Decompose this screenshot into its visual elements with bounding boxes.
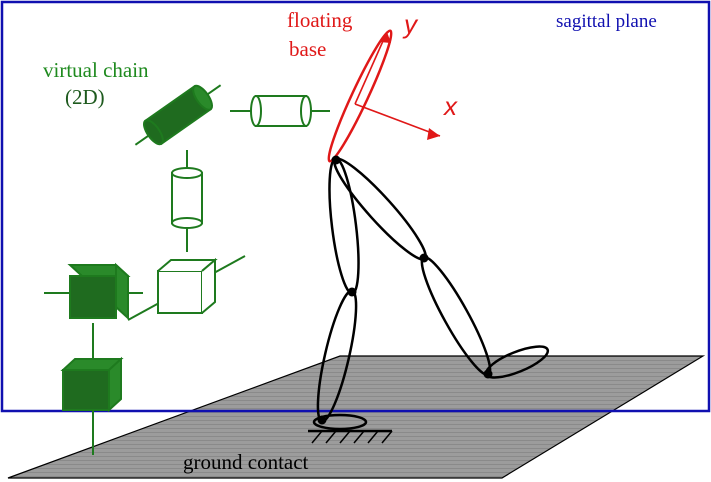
floating-base-label-line2: base — [289, 37, 326, 61]
axis-y-arrow — [354, 31, 388, 105]
ground-contact-label: ground contact — [183, 450, 309, 474]
right-knee-joint — [419, 253, 429, 263]
hip-joint — [331, 155, 341, 165]
floating-base-label-line1: floating — [287, 8, 353, 32]
ground-contact-support — [308, 429, 393, 444]
virtual-chain — [44, 84, 330, 455]
left-thigh — [328, 157, 360, 295]
virtual-chain-label-line1: virtual chain — [43, 58, 149, 82]
axis-x-label: x — [442, 91, 458, 121]
sagittal-plane-frame — [0, 0, 711, 413]
virtual-chain-open-cube — [127, 255, 246, 321]
virtual-chain-label-line2: (2D) — [65, 85, 105, 109]
virtual-chain-prismatic-vertical — [171, 150, 203, 252]
sagittal-plane-label: sagittal plane — [556, 11, 657, 32]
right-ankle-joint — [483, 369, 493, 379]
floating-base-link — [327, 29, 393, 163]
left-ankle-joint — [317, 415, 327, 425]
axis-y-label: y — [402, 9, 419, 39]
left-foot — [312, 413, 368, 431]
virtual-chain-filled-cube-1 — [44, 262, 143, 321]
left-knee-joint — [347, 287, 357, 297]
virtual-chain-rotary-joint — [134, 84, 222, 146]
joints — [317, 253, 493, 425]
axis-x-arrow — [354, 103, 441, 137]
virtual-chain-filled-cube-2 — [60, 323, 124, 455]
virtual-chain-prismatic-horizontal — [230, 95, 330, 127]
floating-base — [327, 29, 441, 163]
